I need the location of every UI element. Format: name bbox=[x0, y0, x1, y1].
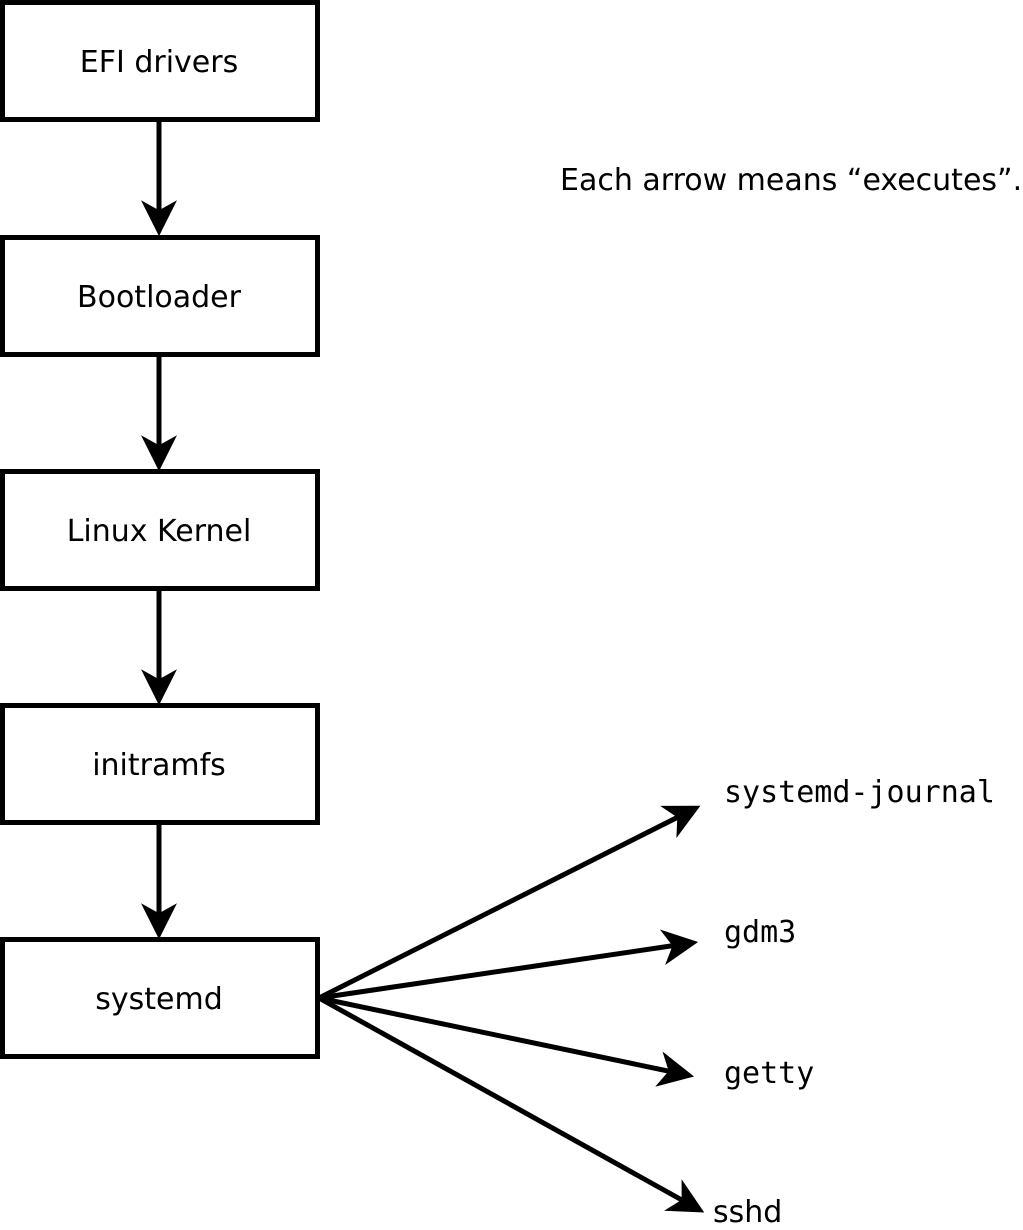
box-bootloader-label: Bootloader bbox=[77, 280, 242, 315]
label-sshd: sshd bbox=[713, 1195, 782, 1230]
arrow-systemd-to-systemd-journal bbox=[317, 805, 701, 1001]
box-efi-drivers bbox=[0, 0, 320, 122]
box-efi-drivers-label: EFI drivers bbox=[80, 45, 238, 80]
box-linux-kernel bbox=[0, 469, 320, 591]
arrow-systemd-to-gdm3 bbox=[318, 929, 699, 1001]
box-linux-kernel-label: Linux Kernel bbox=[67, 514, 252, 549]
arrow-systemd-to-getty bbox=[318, 995, 695, 1087]
label-getty: getty bbox=[724, 1056, 814, 1091]
label-gdm3: gdm3 bbox=[724, 915, 796, 950]
arrow-systemd-to-sshd bbox=[317, 995, 705, 1213]
box-initramfs bbox=[0, 703, 320, 825]
label-systemd-journal: systemd-journal bbox=[724, 775, 995, 810]
note-arrow-meaning: Each arrow means “executes”. bbox=[560, 163, 1022, 198]
box-initramfs-label: initramfs bbox=[92, 748, 226, 783]
box-systemd bbox=[0, 937, 320, 1059]
box-systemd-label: systemd bbox=[95, 982, 223, 1017]
box-bootloader bbox=[0, 235, 320, 357]
